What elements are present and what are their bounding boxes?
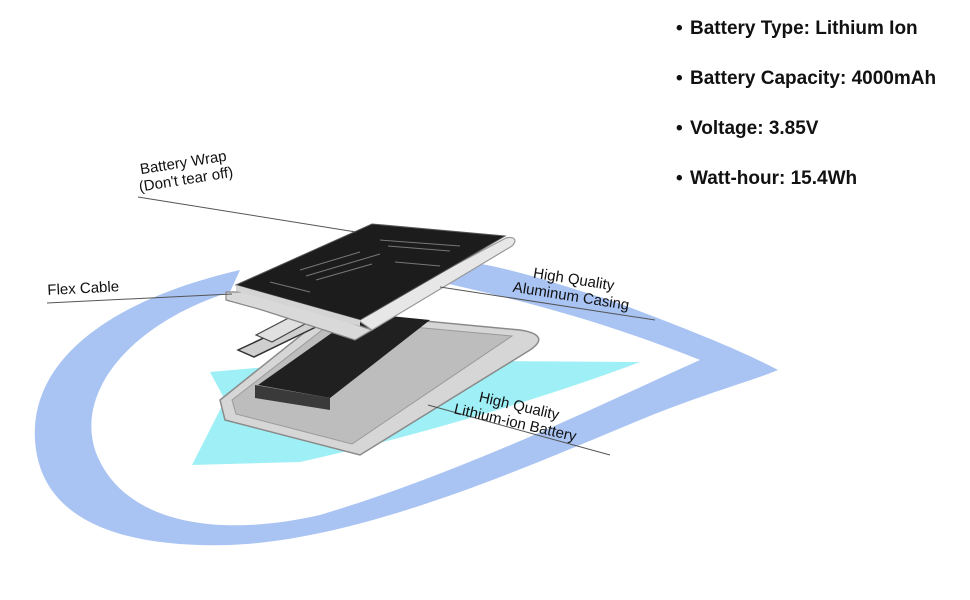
spec-battery-capacity: • Battery Capacity: 4000mAh — [676, 66, 936, 116]
spec-watt-hour: • Watt-hour: 15.4Wh — [676, 166, 936, 216]
battery-cell-edge — [255, 385, 330, 410]
spec-value: 3.85V — [768, 118, 819, 139]
bullet-icon: • — [676, 18, 683, 39]
battery-tray-inner — [231, 319, 514, 445]
lithium-battery-leader — [427, 404, 611, 456]
spec-value: 4000mAh — [851, 68, 937, 89]
aluminum-casing-leader — [439, 286, 656, 321]
bullet-icon: • — [676, 118, 683, 139]
flex-cable-leader — [46, 293, 233, 304]
battery-wrap-leader — [137, 196, 357, 233]
blue-swoosh-shape — [34, 262, 779, 546]
spec-value: 15.4Wh — [790, 168, 858, 189]
spec-label: Voltage: — [690, 118, 764, 139]
battery-cell — [258, 313, 430, 398]
spec-battery-type: • Battery Type: Lithium Ion — [676, 16, 936, 66]
bullet-icon: • — [676, 68, 683, 89]
spec-value: Lithium Ion — [815, 18, 918, 39]
battery-wrap-edge — [236, 285, 360, 326]
bullet-icon: • — [676, 168, 683, 189]
battery-specs-list: • Battery Type: Lithium Ion • Battery Capa… — [676, 16, 936, 216]
spec-label: Battery Type: — [690, 18, 811, 39]
spec-label: Watt-hour: — [690, 168, 786, 189]
aluminum-casing-side — [353, 236, 516, 331]
spec-voltage: • Voltage: 3.85V — [676, 116, 936, 166]
wrap-label-lines — [269, 239, 461, 293]
spec-label: Battery Capacity: — [690, 68, 847, 89]
